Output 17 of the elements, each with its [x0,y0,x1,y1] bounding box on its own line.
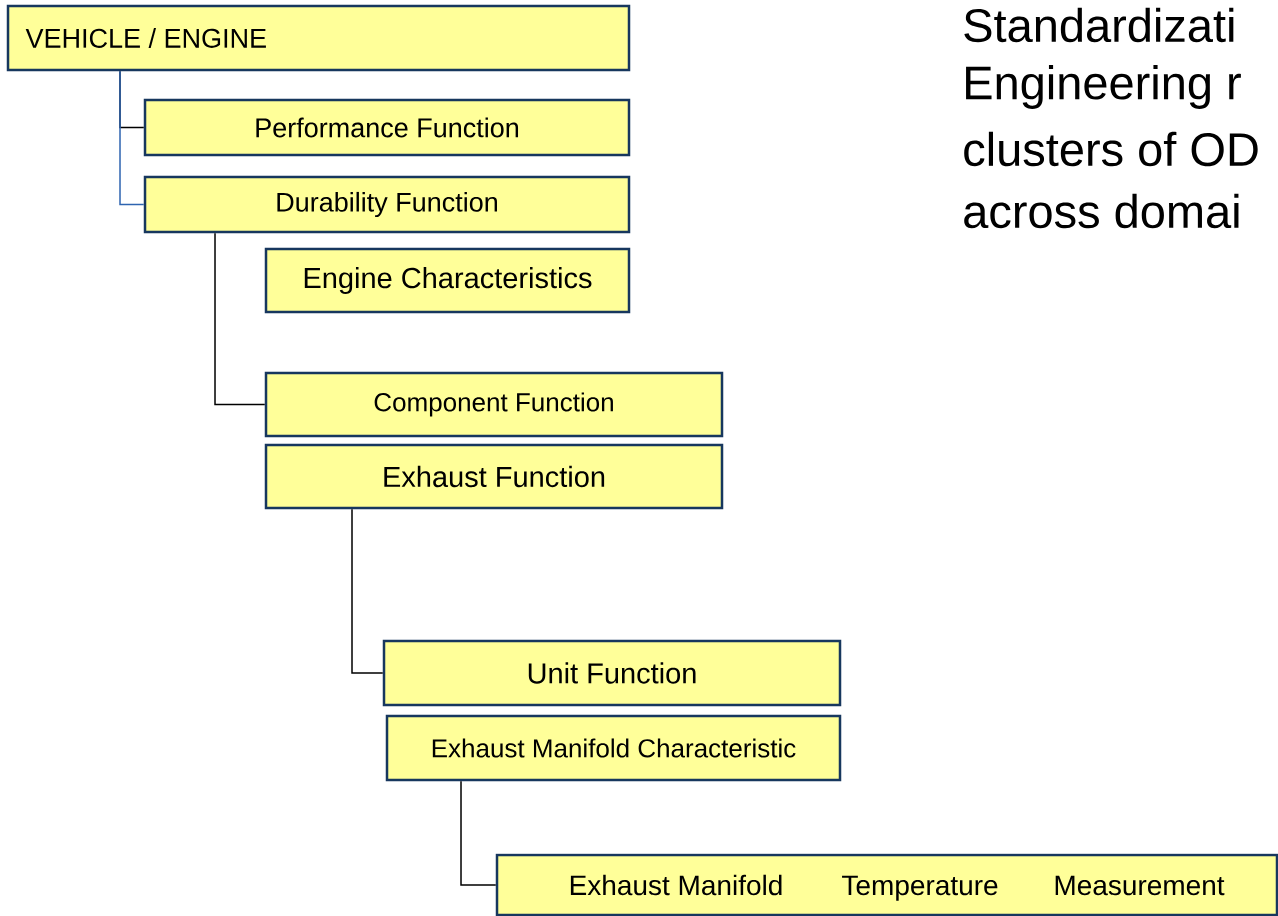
function-box: Performance Function [143,98,631,157]
connector-line [119,70,145,206]
function-box: Exhaust Manifold Temperature Measurement [495,853,1278,916]
function-box: Unit Function [382,639,842,707]
function-box: Durability Function [143,175,631,234]
function-box: Exhaust Function [264,443,724,510]
function-box: VEHICLE / ENGINE [6,4,631,72]
heading-text: Engineering r [966,65,1241,109]
heading-text: clusters of OD [964,131,1258,167]
function-box: Engine Characteristics [264,247,631,314]
connector-line [460,780,497,886]
heading-text: Standardizati [964,7,1234,43]
function-box: Exhaust Manifold Characteristic [385,714,842,782]
connector-line [351,508,384,674]
function-box: Component Function [264,371,724,438]
heading-text: across domai [964,193,1239,229]
connector-line [214,232,266,406]
